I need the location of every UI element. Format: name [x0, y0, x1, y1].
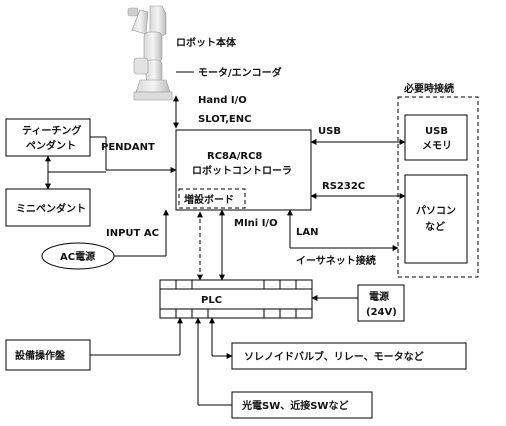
- teaching-pendant-box: [5, 118, 91, 157]
- rs232c-label: RS232C: [322, 181, 365, 192]
- power-supply-line2: (24V): [366, 307, 397, 318]
- equipment-panel-box: [5, 339, 91, 371]
- robot-label: ロボット本体: [176, 36, 237, 49]
- controller-model: RC8A/RC8: [207, 151, 262, 162]
- expansion-board-label: 増設ボード: [184, 193, 234, 206]
- optional-title: 必要時接続: [403, 82, 454, 95]
- mini-io-label: MIni I/O: [234, 218, 278, 229]
- usb-label: USB: [318, 126, 341, 137]
- signal-motor-encoder: モータ/エンコーダ: [198, 66, 282, 79]
- input-ac-label: INPUT AC: [106, 228, 159, 239]
- lan-label: LAN: [296, 227, 318, 238]
- power-supply-line1: 電源: [369, 290, 389, 303]
- usb-memory-line2: メモリ: [422, 140, 452, 152]
- power-supply-box: [357, 284, 405, 322]
- ethernet-label: イーサネット接続: [296, 254, 376, 267]
- usb-memory-box: [404, 114, 468, 161]
- controller-name: ロボットコントローラ: [192, 164, 292, 177]
- optional-area: [397, 96, 479, 278]
- signal-slot-enc: SLOT,ENC: [198, 114, 251, 125]
- plc-label: PLC: [201, 295, 222, 306]
- pc-line2: など: [425, 220, 445, 233]
- sensors-label: 光電SW、近接SWなど: [241, 399, 348, 412]
- teaching-pendant-line2: ペンダント: [26, 139, 76, 152]
- pendant-label: PENDANT: [101, 142, 155, 153]
- actuators-label: ソレノイドバルブ、リレー、モータなど: [244, 350, 424, 363]
- actuators-box: [231, 342, 467, 370]
- signal-hand-io: Hand I/O: [198, 95, 247, 106]
- plc-box: [159, 279, 313, 319]
- ac-power-label: AC電源: [60, 250, 95, 263]
- teaching-pendant-line1: ティーチング: [22, 124, 81, 137]
- pc-box: [404, 174, 468, 264]
- plc-slot-ticks: [175, 280, 297, 318]
- equipment-panel-label: 設備操作盤: [15, 349, 66, 362]
- pc-line1: パソコン: [416, 205, 456, 217]
- usb-memory-line1: USB: [425, 126, 448, 137]
- mini-pendant-label: ミニペンダント: [16, 202, 86, 215]
- robot-arm-image: [127, 5, 173, 101]
- sensors-box: [231, 391, 373, 419]
- mini-pendant-box: [5, 188, 91, 227]
